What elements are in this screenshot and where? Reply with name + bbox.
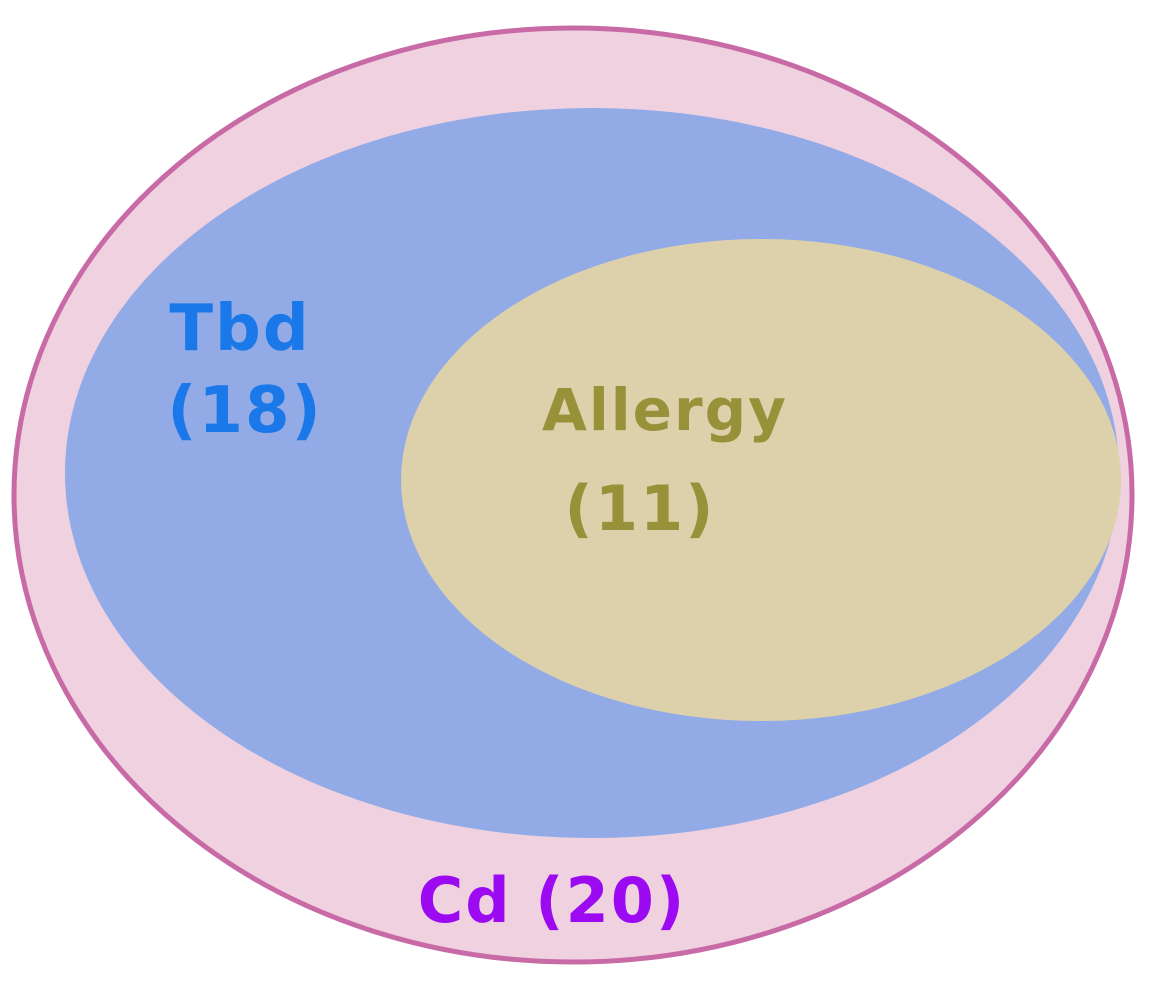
allergy-name-label: Allergy xyxy=(542,376,788,444)
tbd-name-label: Tbd xyxy=(169,292,310,366)
tbd-count-label: (18) xyxy=(167,374,323,448)
allergy-set-ellipse xyxy=(401,239,1121,721)
cd-label: Cd (20) xyxy=(418,864,686,937)
allergy-count-label: (11) xyxy=(565,472,716,545)
